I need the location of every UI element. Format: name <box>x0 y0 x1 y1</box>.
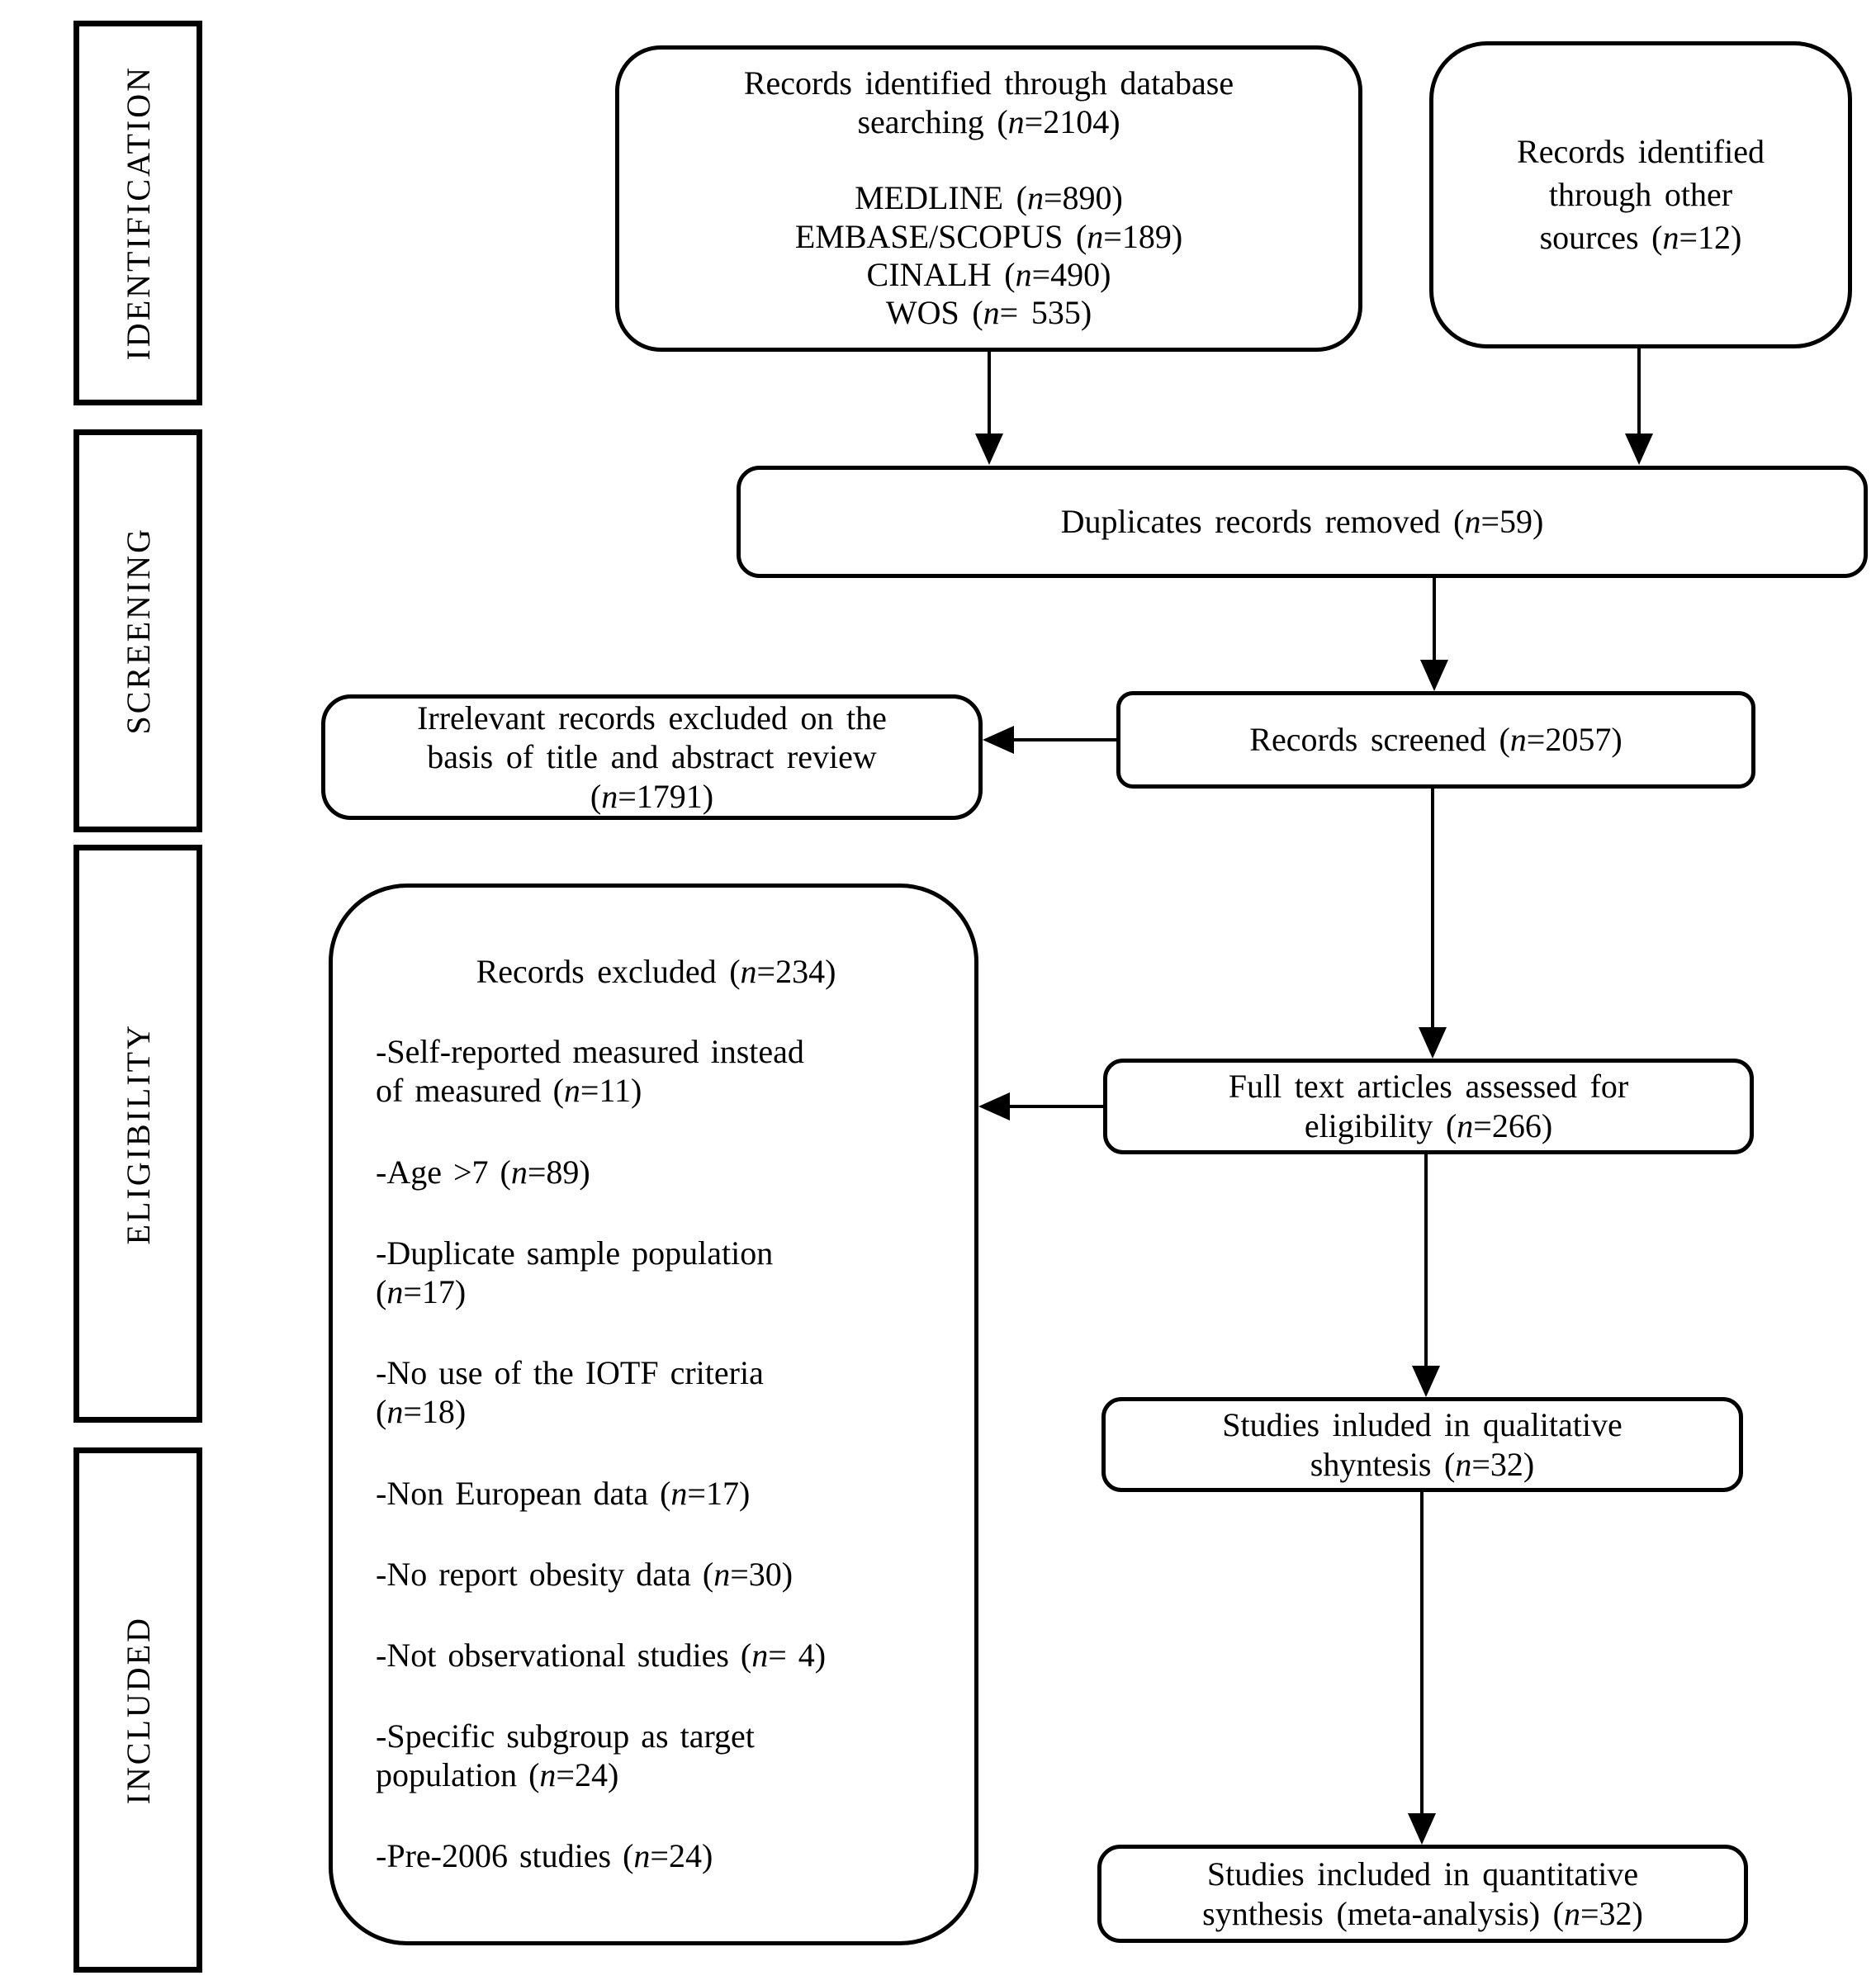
text-line: Records identified through database <box>743 64 1234 102</box>
text-line: shyntesis (n=32) <box>1310 1445 1535 1483</box>
connector-screened-to-fulltext <box>1431 789 1434 1029</box>
arrowhead-down-icon <box>1419 1027 1447 1059</box>
text-line: basis of title and abstract review <box>427 738 877 776</box>
excluded-reason-non-european: -Non European data (n=17) <box>376 1474 936 1513</box>
excluded-title: Records excluded (n=234) <box>476 953 836 990</box>
box-irrelevant-records-excluded: Irrelevant records excluded on the basis… <box>321 694 983 820</box>
text-line: Full text articles assessed for <box>1228 1068 1629 1105</box>
excluded-reason-duplicate-sample: -Duplicate sample population (n=17) <box>376 1234 936 1311</box>
box-records-database-searching: Records identified through database sear… <box>615 45 1362 352</box>
arrowhead-down-icon <box>975 433 1003 465</box>
arrowhead-left-icon <box>978 1092 1010 1120</box>
text-line: WOS (n= 535) <box>885 294 1092 332</box>
connector-other-to-duplicates <box>1637 348 1641 435</box>
text-line: Records screened (n=2057) <box>1249 721 1623 758</box>
text-line: Irrelevant records excluded on the <box>417 699 887 737</box>
box-records-excluded-reasons: Records excluded (n=234) -Self-reported … <box>329 884 978 1945</box>
text-line: -Age >7 (n=89) <box>376 1153 590 1191</box>
text-line: EMBASE/SCOPUS (n=189) <box>794 217 1183 255</box>
stage-eligibility-label: ELIGIBILITY <box>119 1022 157 1245</box>
text-line: (n=18) <box>376 1393 467 1431</box>
text-line: -Duplicate sample population <box>376 1234 774 1272</box>
excluded-reason-specific-subgroup: -Specific subgroup as target population … <box>376 1717 936 1794</box>
stage-included: INCLUDED <box>73 1447 202 1973</box>
text-line: CINALH (n=490) <box>866 256 1111 294</box>
excluded-reason-no-obesity-data: -No report obesity data (n=30) <box>376 1555 936 1594</box>
text-line: of measured (n=11) <box>376 1072 642 1110</box>
arrowhead-down-icon <box>1420 660 1448 691</box>
text-line: (n=1791) <box>590 777 714 815</box>
arrowhead-down-icon <box>1412 1366 1440 1397</box>
stage-screening: SCREENING <box>73 429 202 832</box>
connector-screened-to-irrelevant <box>1012 738 1116 741</box>
text-line: population (n=24) <box>376 1756 619 1794</box>
arrowhead-left-icon <box>983 726 1014 754</box>
text-line: eligibility (n=266) <box>1304 1107 1553 1144</box>
arrowhead-down-icon <box>1625 433 1653 465</box>
text-line: -Pre-2006 studies (n=24) <box>376 1837 713 1875</box>
text-line: searching (n=2104) <box>857 102 1120 140</box>
stage-identification-label: IDENTIFICATION <box>119 65 157 361</box>
stage-screening-label: SCREENING <box>119 527 157 735</box>
box-fulltext-assessed: Full text articles assessed for eligibil… <box>1103 1059 1754 1154</box>
box-records-other-sources: Records identified through other sources… <box>1429 41 1852 348</box>
connector-fulltext-to-qualitative <box>1424 1154 1428 1367</box>
box-duplicates-removed: Duplicates records removed (n=59) <box>737 466 1868 578</box>
text-line: (n=17) <box>376 1272 467 1310</box>
text-line: MEDLINE (n=890) <box>855 179 1123 217</box>
text-line: Duplicates records removed (n=59) <box>1060 503 1544 540</box>
excluded-reason-not-observational: -Not observational studies (n= 4) <box>376 1636 936 1675</box>
text-line: Records identified <box>1517 133 1765 170</box>
excluded-reason-pre-2006: -Pre-2006 studies (n=24) <box>376 1836 936 1875</box>
box-records-screened: Records screened (n=2057) <box>1116 691 1755 789</box>
text-line: sources (n=12) <box>1539 219 1742 256</box>
connector-duplicates-to-screened <box>1433 578 1436 661</box>
text-line: Studies inluded in qualitative <box>1222 1405 1623 1443</box>
text-line: -Self-reported measured instead <box>376 1033 804 1071</box>
stage-included-label: INCLUDED <box>119 1615 157 1805</box>
text-line: -Not observational studies (n= 4) <box>376 1636 827 1674</box>
box-qualitative-synthesis: Studies inluded in qualitative shyntesis… <box>1101 1397 1743 1492</box>
text-line: through other <box>1548 176 1733 213</box>
text-line: Studies included in quantitative <box>1206 1855 1639 1893</box>
excluded-reason-self-reported: -Self-reported measured instead of measu… <box>376 1032 936 1110</box>
text-line: -Non European data (n=17) <box>376 1474 751 1512</box>
text-line: -No report obesity data (n=30) <box>376 1555 794 1593</box>
connector-fulltext-to-excluded <box>1008 1105 1103 1108</box>
text-line: -No use of the IOTF criteria <box>376 1354 764 1392</box>
excluded-reason-age: -Age >7 (n=89) <box>376 1153 936 1191</box>
stage-eligibility: ELIGIBILITY <box>73 845 202 1423</box>
connector-qualitative-to-quantitative <box>1420 1492 1424 1815</box>
excluded-reason-no-iotf: -No use of the IOTF criteria (n=18) <box>376 1353 936 1431</box>
arrowhead-down-icon <box>1408 1813 1436 1845</box>
box-quantitative-synthesis: Studies included in quantitative synthes… <box>1097 1845 1748 1943</box>
stage-identification: IDENTIFICATION <box>73 21 202 405</box>
text-line: synthesis (meta-analysis) (n=32) <box>1202 1894 1643 1932</box>
connector-db-to-duplicates <box>988 352 991 435</box>
text-line: -Specific subgroup as target <box>376 1717 755 1755</box>
